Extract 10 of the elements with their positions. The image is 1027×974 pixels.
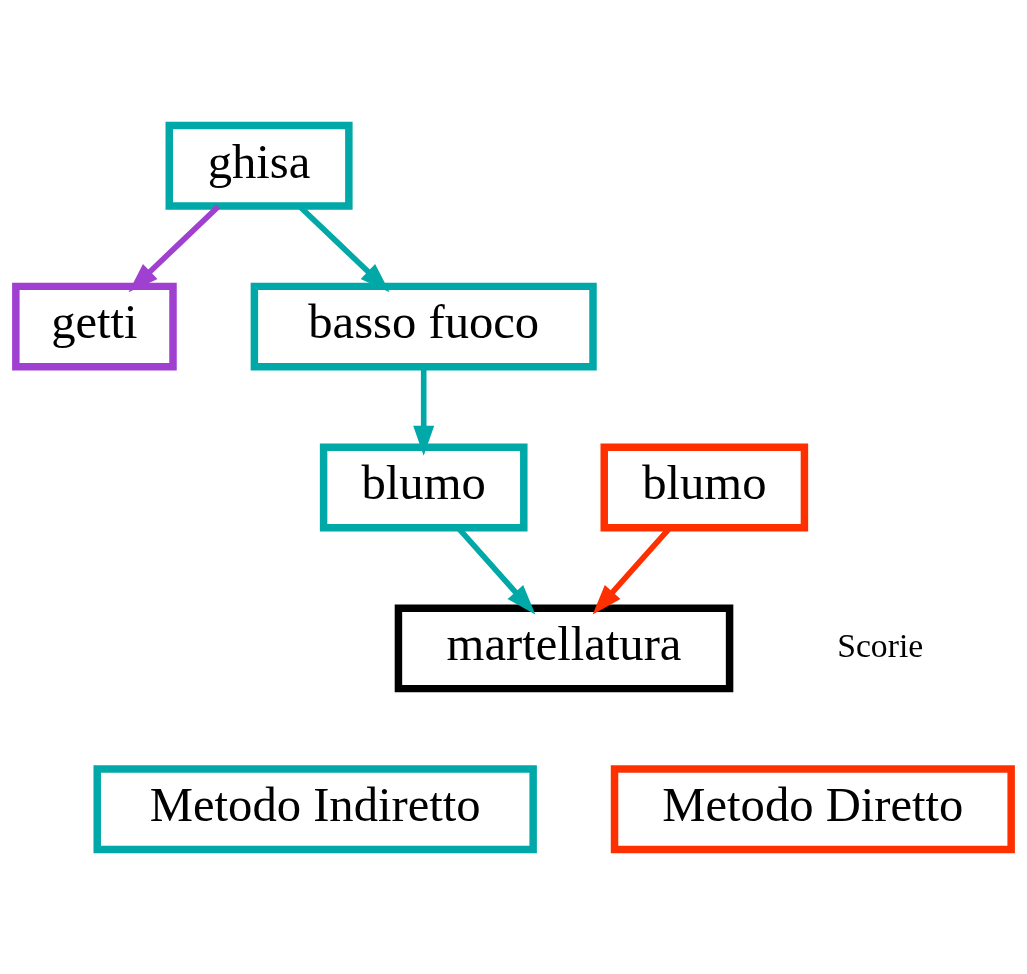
node-box: Metodo Indiretto (93, 764, 537, 853)
node-box: Metodo Diretto (610, 764, 1015, 853)
node-box: getti (12, 282, 177, 371)
node-box: blumo (600, 443, 809, 531)
node-box: martellatura (394, 603, 734, 692)
label: Scorie (837, 626, 924, 664)
node-box: blumo (319, 443, 528, 531)
node-box: basso fuoco (250, 282, 597, 371)
arrow (128, 203, 221, 292)
node-box: ghisa (165, 121, 353, 210)
